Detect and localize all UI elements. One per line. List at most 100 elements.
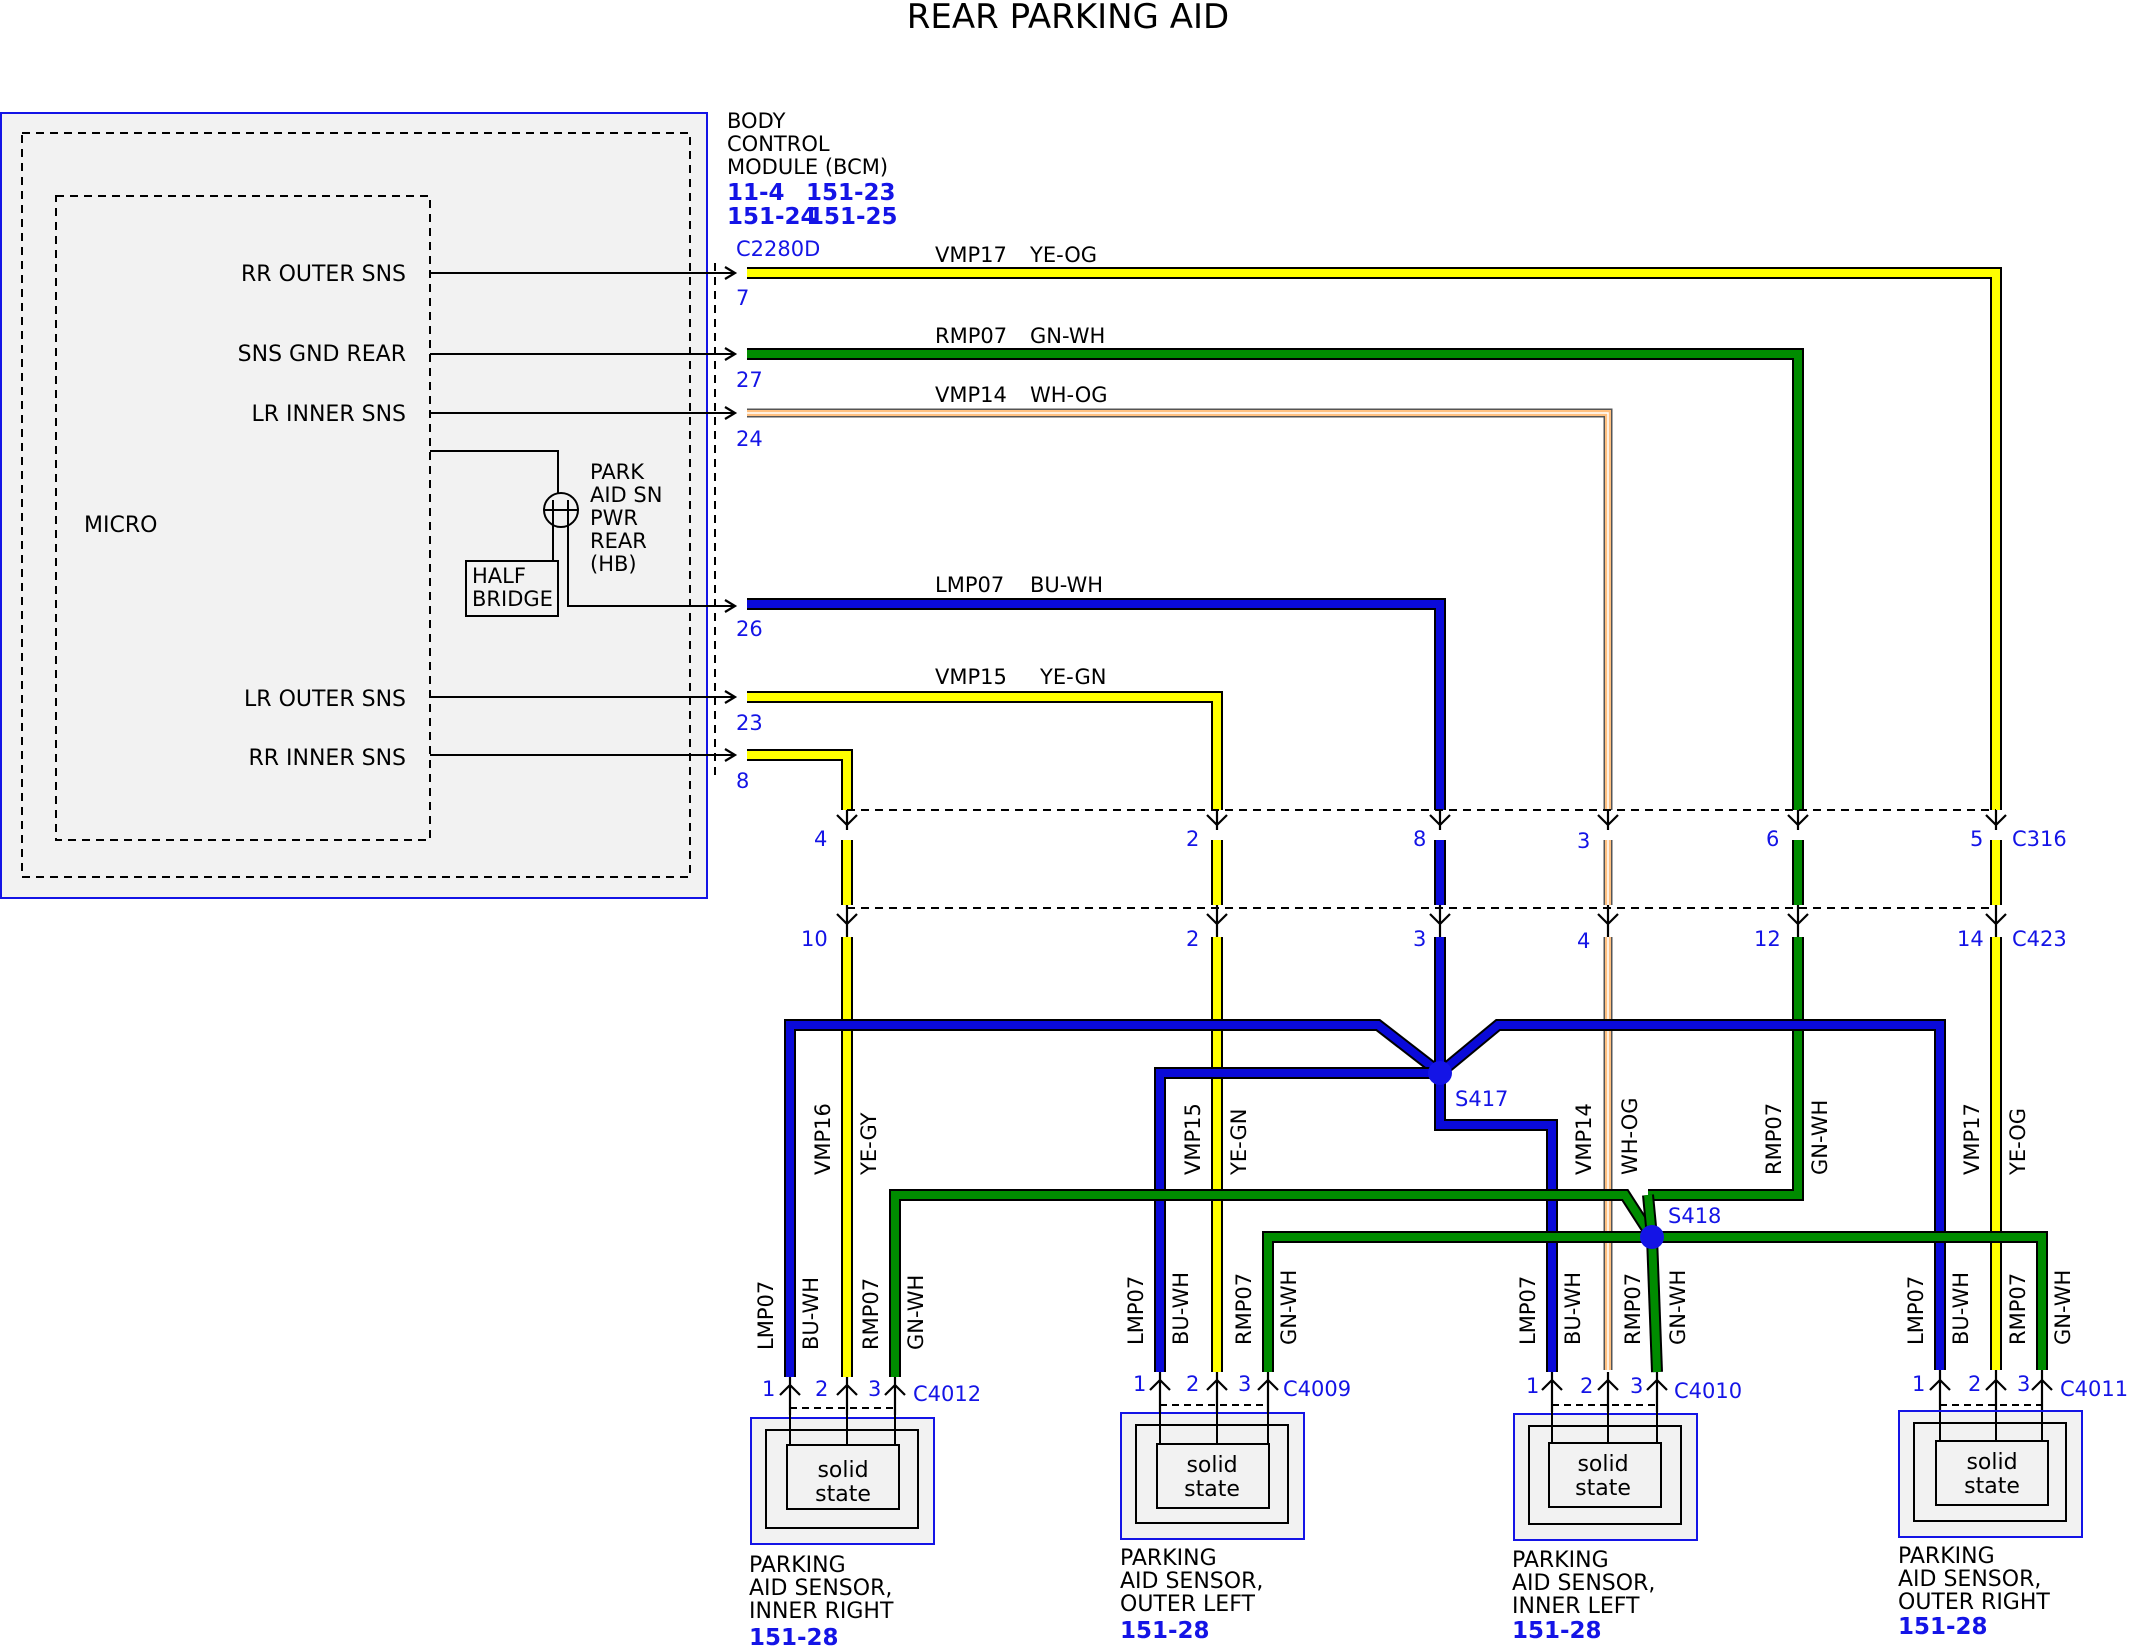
bcm-ref-link[interactable]: 151-23 bbox=[806, 180, 896, 206]
connector-label: C4011 bbox=[2060, 1377, 2128, 1401]
solid-state-label: state bbox=[815, 1482, 871, 1507]
circuit-label: VMP14 bbox=[935, 383, 1007, 407]
pin-number: 4 bbox=[814, 827, 827, 851]
color-code-label: BU-WH bbox=[1561, 1272, 1585, 1345]
connector-label: C4010 bbox=[1674, 1379, 1742, 1403]
wire-rmp07-branches bbox=[889, 1189, 2048, 1377]
color-code-label: BU-WH bbox=[1949, 1272, 1973, 1345]
circuit-label: RMP07 bbox=[2006, 1273, 2030, 1345]
color-code-label: WH-OG bbox=[1030, 383, 1108, 407]
sensor-inner-left: 1 2 3 C4010 solid state PARKING AID SENS… bbox=[1512, 1372, 1742, 1644]
circuit-label: RMP07 bbox=[1232, 1273, 1256, 1345]
solid-state-label: solid bbox=[1577, 1452, 1628, 1477]
circuit-label: VMP17 bbox=[935, 243, 1007, 267]
bcm-ref-link[interactable]: 151-25 bbox=[808, 204, 898, 230]
park-aid-label: PARK AID SN PWR REAR (HB) bbox=[590, 460, 669, 576]
color-code-label: GN-WH bbox=[2051, 1270, 2075, 1345]
pin-number: 3 bbox=[2017, 1372, 2030, 1396]
solid-state-label: solid bbox=[817, 1458, 868, 1483]
circuit-label: VMP14 bbox=[1572, 1103, 1596, 1175]
color-code-label: GN-WH bbox=[1808, 1100, 1832, 1175]
splice-s418-label: S418 bbox=[1668, 1204, 1721, 1228]
bcm-ref-link[interactable]: 151-24 bbox=[727, 204, 817, 230]
connector-label: C4012 bbox=[913, 1382, 981, 1406]
pin-number: 5 bbox=[1970, 827, 1983, 851]
circuit-label: LMP07 bbox=[1516, 1276, 1540, 1345]
sensor-name: PARKING AID SENSOR, OUTER LEFT bbox=[1120, 1546, 1270, 1617]
pin-number: 2 bbox=[1186, 927, 1199, 951]
micro-label: MICRO bbox=[84, 513, 157, 538]
sensor-ref-link[interactable]: 151-28 bbox=[1120, 1618, 1210, 1644]
sensor-outer-right: 1 2 3 C4011 solid state PARKING AID SENS… bbox=[1898, 1370, 2128, 1640]
color-code-label: GN-WH bbox=[1277, 1270, 1301, 1345]
pin-number: 14 bbox=[1957, 927, 1984, 951]
sensor-ref-link[interactable]: 151-28 bbox=[1898, 1614, 1988, 1640]
connector-c316: 4 2 8 3 6 5 C316 bbox=[814, 809, 2067, 853]
pin-number: 1 bbox=[1526, 1374, 1539, 1398]
circuit-label: RMP07 bbox=[859, 1278, 883, 1350]
solid-state-label: solid bbox=[1966, 1450, 2017, 1475]
pin-number: 3 bbox=[868, 1377, 881, 1401]
pin-number: 27 bbox=[736, 368, 763, 392]
pin-number: 2 bbox=[1580, 1374, 1593, 1398]
wire-lmp07-branches bbox=[784, 1019, 1946, 1377]
pin-number: 2 bbox=[1186, 1372, 1199, 1396]
sensor-ref-link[interactable]: 151-28 bbox=[749, 1625, 839, 1647]
pin-number: 26 bbox=[736, 617, 763, 641]
pin-number: 6 bbox=[1766, 827, 1779, 851]
solid-state-label: state bbox=[1184, 1477, 1240, 1502]
circuit-label: RMP07 bbox=[935, 324, 1007, 348]
pin-number: 24 bbox=[736, 427, 763, 451]
svg-text:HALF: HALF bbox=[472, 564, 526, 588]
color-code-label: BU-WH bbox=[799, 1277, 823, 1350]
color-code-label: YE-GN bbox=[1227, 1109, 1251, 1176]
splice-s418 bbox=[1640, 1225, 1664, 1249]
circuit-label: LMP07 bbox=[754, 1281, 778, 1350]
color-code-label: YE-OG bbox=[1029, 243, 1097, 267]
pin-number: 23 bbox=[736, 711, 763, 735]
wire-vmp17 bbox=[747, 267, 2002, 1370]
pin-number: 8 bbox=[1413, 827, 1426, 851]
wire-vmp15 bbox=[747, 691, 1223, 1372]
bcm-ref-link[interactable]: 11-4 bbox=[727, 180, 785, 206]
wire-vmp16 bbox=[747, 749, 853, 1377]
pin-number: 3 bbox=[1630, 1374, 1643, 1398]
color-code-label: YE-GY bbox=[857, 1112, 881, 1176]
pin-number: 2 bbox=[1968, 1372, 1981, 1396]
signal-lr-outer: LR OUTER SNS bbox=[244, 687, 406, 712]
color-code-label: BU-WH bbox=[1169, 1272, 1193, 1345]
connector-c2280d-label: C2280D bbox=[736, 237, 820, 261]
circuit-label: VMP16 bbox=[811, 1103, 835, 1175]
signal-lr-inner: LR INNER SNS bbox=[251, 402, 406, 427]
color-code-label: GN-WH bbox=[1666, 1270, 1690, 1345]
pin-number: 1 bbox=[1912, 1372, 1925, 1396]
pin-number: 1 bbox=[1133, 1372, 1146, 1396]
sensor-outer-left: 1 2 3 C4009 solid state PARKING AID SENS… bbox=[1120, 1372, 1351, 1644]
pin-number: 2 bbox=[1186, 827, 1199, 851]
half-bridge-label: BRIDGE bbox=[472, 587, 553, 611]
circuit-label: RMP07 bbox=[1762, 1103, 1786, 1175]
pin-number: 1 bbox=[762, 1377, 775, 1401]
sensor-name: PARKING AID SENSOR, INNER LEFT bbox=[1512, 1548, 1662, 1619]
color-code-label: YE-GN bbox=[1039, 665, 1106, 689]
splice-s417-label: S417 bbox=[1455, 1087, 1508, 1111]
svg-text:BRIDGE: BRIDGE bbox=[472, 587, 553, 611]
pin-number: 3 bbox=[1413, 927, 1426, 951]
circuit-label: VMP15 bbox=[1181, 1103, 1205, 1175]
wire-lmp07 bbox=[747, 598, 1446, 1073]
connector-label: C4009 bbox=[1283, 1377, 1351, 1401]
sensor-name: PARKING AID SENSOR, INNER RIGHT bbox=[749, 1553, 899, 1624]
bcm-module: MICRO RR OUTER SNS SNS GND REAR LR INNER… bbox=[0, 112, 735, 899]
signal-sns-gnd: SNS GND REAR bbox=[238, 342, 406, 367]
solid-state-label: state bbox=[1964, 1474, 2020, 1499]
page-title: REAR PARKING AID bbox=[907, 0, 1229, 37]
sensor-inner-right: 1 2 3 C4012 solid state PARKING AID SENS… bbox=[749, 1377, 981, 1647]
sensor-ref-link[interactable]: 151-28 bbox=[1512, 1618, 1602, 1644]
pin-number: 7 bbox=[736, 286, 749, 310]
svg-text:VMP17 YE-OG RMP07: VMP17 YE-OG RMP07 GN-WH VMP14 WH-OG LMP0… bbox=[935, 243, 1114, 689]
half-bridge-box bbox=[465, 560, 559, 617]
signal-rr-inner: RR INNER SNS bbox=[248, 746, 406, 771]
pin-number: 2 bbox=[815, 1377, 828, 1401]
bcm-signal-lines bbox=[430, 266, 738, 762]
